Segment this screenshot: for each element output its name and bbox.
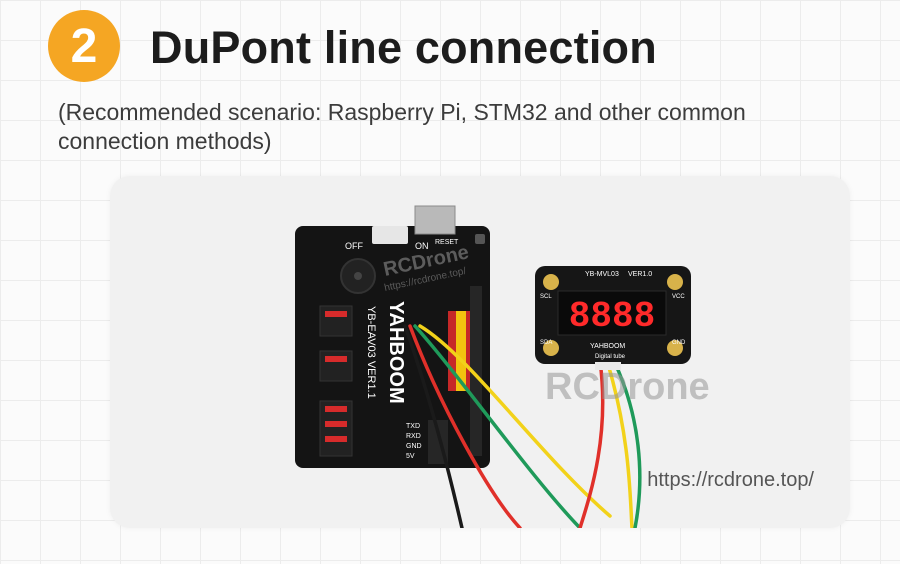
center-watermark: RCDrone bbox=[545, 366, 710, 408]
pin-label-rxd: RXD bbox=[406, 433, 421, 440]
board-brand-label: YAHBOOM bbox=[385, 301, 407, 404]
footer-url: https://rcdrone.top/ bbox=[647, 469, 814, 491]
led-digits: 8888 bbox=[569, 296, 655, 337]
page-subtitle: (Recommended scenario: Raspberry Pi, STM… bbox=[58, 99, 746, 154]
module-version-label: VER1.0 bbox=[628, 271, 652, 278]
connection-illustration: OFF ON RESET YAHBOOM YB-EA bbox=[295, 205, 691, 528]
module-brand-label: YAHBOOM bbox=[590, 343, 625, 350]
switch-on-label: ON bbox=[415, 241, 429, 251]
pin-label-scl: SCL bbox=[540, 294, 552, 300]
reset-label: RESET bbox=[435, 239, 459, 246]
pin-label-gnd: GND bbox=[406, 443, 422, 450]
pin-label-5v: 5V bbox=[406, 453, 415, 460]
step-number-badge: 2 bbox=[48, 10, 120, 82]
product-photo: OFF ON RESET YAHBOOM YB-EA bbox=[110, 176, 850, 528]
pin-label-vcc: VCC bbox=[672, 294, 685, 300]
digital-tube-module: 8888 YB-MVL03 VER1.0 YAHBOOM Digital tub… bbox=[535, 266, 691, 370]
pin-label-sda: SDA bbox=[540, 340, 552, 346]
page-title: DuPont line connection bbox=[150, 22, 657, 73]
pin-label-txd: TXD bbox=[406, 423, 420, 430]
expansion-board: OFF ON RESET YAHBOOM YB-EA bbox=[295, 205, 490, 468]
pin-label-gnd: GND bbox=[672, 340, 686, 346]
dupont-wires bbox=[403, 324, 642, 528]
switch-off-label: OFF bbox=[345, 241, 363, 251]
module-model-label: YB-MVL03 bbox=[585, 271, 619, 278]
module-subtitle-label: Digital tube bbox=[595, 354, 626, 360]
board-model-label: YB-EAV03 VER1.1 bbox=[365, 306, 377, 399]
